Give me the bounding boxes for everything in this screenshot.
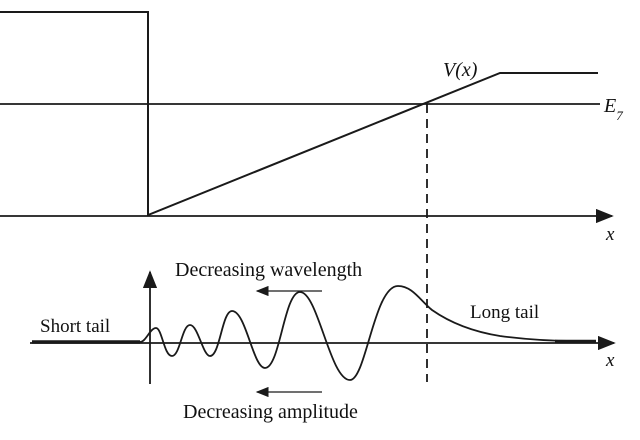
- wavefunction-curve: [139, 285, 576, 381]
- energy-label: E7: [603, 95, 623, 123]
- potential-x-axis-label: x: [605, 224, 615, 245]
- decreasing-wavelength-label: Decreasing wavelength: [175, 259, 362, 281]
- potential-panel: x V(x) E7: [0, 11, 623, 245]
- wavefunction-panel: x Decreasing wavelength Short tail Long …: [30, 259, 616, 423]
- long-tail-label: Long tail: [470, 302, 539, 323]
- wavefunction-x-axis-label: x: [605, 350, 615, 371]
- decreasing-amplitude-label: Decreasing amplitude: [183, 401, 358, 423]
- potential-curve: [0, 11, 598, 217]
- short-tail-label: Short tail: [40, 316, 110, 337]
- potential-label: V(x): [443, 59, 478, 81]
